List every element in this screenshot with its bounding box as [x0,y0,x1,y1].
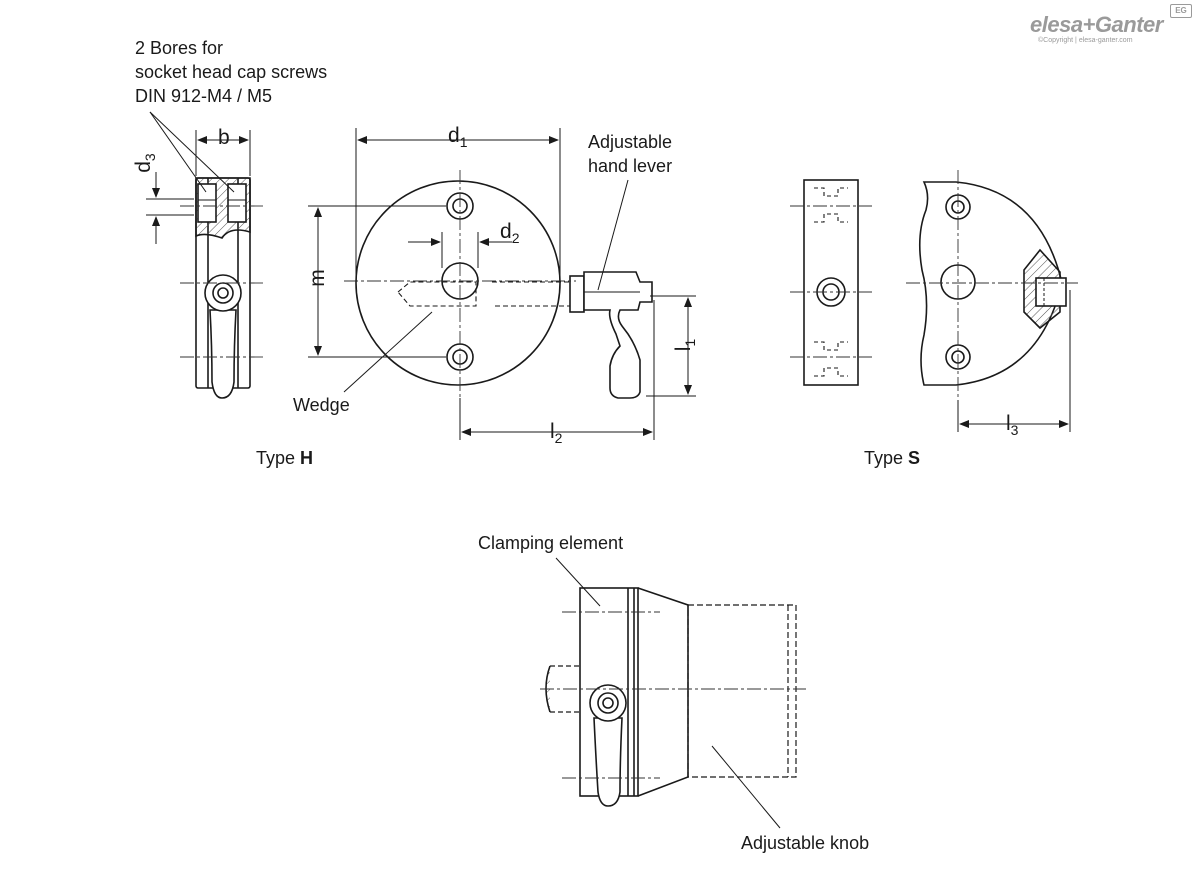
type-h-caption: Type H [256,446,313,470]
dim-d1-sub: 1 [459,134,468,150]
type-h-front-view [355,180,653,399]
dim-d2-letter: d [500,220,512,243]
type-s-prefix: Type [864,448,909,468]
type-s-caption: Type S [864,446,920,470]
dim-d1: d1 [448,124,467,154]
clamping-element-label: Clamping element [478,533,624,553]
dim-d3: d3 [132,148,162,178]
bores-label-line3: DIN 912-M4 / M5 [135,86,273,106]
brand-copyright: ©Copyright | elesa-ganter.com [1038,37,1133,44]
dim-l3: l3 [1006,412,1018,442]
dim-b: b [218,126,230,149]
bores-label-line2: socket head cap screws [135,62,328,82]
dim-d3-sub: 3 [142,153,158,162]
adjustable-knob-label: Adjustable knob [741,833,870,853]
dim-l1-sub: 1 [682,338,698,347]
type-s-letter: S [908,448,921,468]
type-s-front-view [918,181,1067,386]
dim-l2-sub: 2 [554,430,563,446]
wedge-label: Wedge [293,395,350,415]
dim-l1-letter: l [672,346,695,352]
dim-l2-letter: l [550,420,555,443]
brand-badge: EG [1170,4,1192,18]
dim-l1: l1 [672,330,702,360]
type-h-prefix: Type [256,448,301,468]
type-h-letter: H [300,448,314,468]
dim-l3-letter: l [1006,412,1011,435]
dim-d1-letter: d [448,124,460,147]
dim-d2-sub: 2 [511,230,520,246]
dim-m: m [306,269,329,287]
assembly-view [545,587,797,807]
dim-d3-letter: d [132,161,155,173]
hand-lever-label-line2: hand lever [588,156,673,176]
type-h-side-view [195,177,251,399]
brand-name: elesa+Ganter [1030,12,1163,37]
dim-l2: l2 [550,420,562,450]
dim-l3-sub: 3 [1010,422,1019,438]
brand-logo: elesa+Ganter ©Copyright | elesa-ganter.c… [1030,4,1195,50]
type-s-side-view [803,179,859,386]
bores-label-line1: 2 Bores for [135,38,224,58]
hand-lever-label-line1: Adjustable [588,132,673,152]
dim-d2: d2 [500,220,519,250]
